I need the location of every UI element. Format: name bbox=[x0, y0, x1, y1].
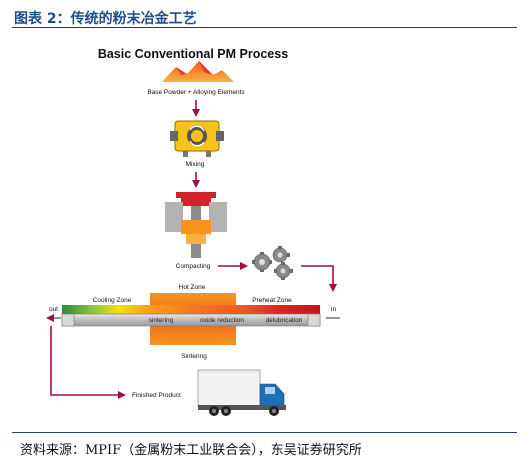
figure-header: 图表 2：传统的粉末冶金工艺 bbox=[12, 5, 517, 28]
belt-label-oxide: oxide reduction bbox=[200, 317, 244, 324]
arrow-to-furnace bbox=[301, 265, 337, 292]
diagram-title: Basic Conventional PM Process bbox=[98, 47, 288, 61]
truck-icon bbox=[197, 369, 286, 416]
hot-zone-label: Hot Zone bbox=[179, 284, 206, 291]
mixer-icon bbox=[170, 120, 224, 157]
press-icon bbox=[165, 192, 227, 258]
source-note: 资料来源：MPIF（金属粉末工业联合会），东吴证券研究所 bbox=[20, 443, 362, 458]
powder-icon bbox=[162, 61, 234, 82]
sintering-label: Sintering bbox=[181, 353, 207, 360]
preheat-zone-label: Preheat Zone bbox=[252, 297, 292, 304]
arrow-to-finished bbox=[50, 326, 126, 399]
sintering-furnace bbox=[61, 293, 321, 345]
in-label: in bbox=[331, 306, 336, 313]
belt-label-delub: delubrication bbox=[266, 317, 303, 324]
finished-label: Finished Product bbox=[132, 392, 181, 399]
figure-title: 图表 2：传统的粉末冶金工艺 bbox=[14, 11, 197, 27]
gears-icon bbox=[252, 246, 293, 280]
belt-label-sintering: sintering bbox=[149, 317, 174, 324]
out-label: out bbox=[49, 306, 58, 313]
cooling-zone-label: Cooling Zone bbox=[93, 297, 132, 304]
powder-label: Base Powder + Alloying Elements bbox=[147, 89, 245, 96]
compacting-label: Compacting bbox=[176, 263, 211, 270]
mixing-label: Mixing bbox=[186, 161, 205, 168]
figure-footer: 资料来源：MPIF（金属粉末工业联合会），东吴证券研究所 bbox=[12, 432, 517, 461]
